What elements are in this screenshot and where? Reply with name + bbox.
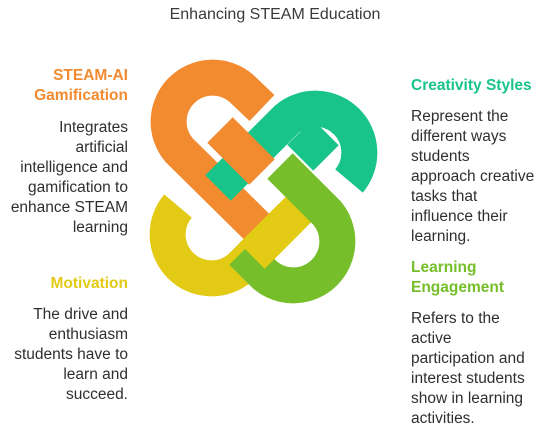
creativity-heading-line: Creativity Styles [411,77,532,94]
motivation-block: Motivation The drive and enthusiasm stud… [0,274,128,405]
knot-over-teal [287,119,339,171]
motivation-desc-line: succeed. [65,386,128,403]
engagement-heading-line: Learning [411,259,477,276]
steam-ai-heading-line: STEAM-AI [53,67,128,84]
motivation-desc-line: enthusiasm [48,326,128,343]
motivation-desc-line: The drive and [33,306,128,323]
motivation-desc-line: students have to [14,346,128,363]
creativity-desc-line: different ways [411,128,507,145]
motivation-heading-line: Motivation [50,275,129,292]
motivation-heading: Motivation [0,274,129,294]
steam-ai-desc-line: gamification to [28,179,128,196]
creativity-desc-line: tasks that [411,188,478,205]
steam-ai-desc-line: artificial [75,139,128,156]
creativity-desc-line: students [411,148,470,165]
steam-ai-heading-line: Gamification [34,87,128,104]
knot-over-yellow [239,205,303,269]
steam-ai-description: Integrates artificial intelligence and g… [0,118,128,238]
learning-engagement-description: Refers to the active participation and i… [411,309,549,429]
creativity-desc-line: approach creative [411,168,535,185]
engagement-desc-line: activities. [411,410,475,427]
knot-loop-green [229,153,356,304]
steam-ai-desc-line: learning [72,219,128,236]
creativity-desc-line: learning. [411,228,471,245]
motivation-description: The drive and enthusiasm students have t… [0,305,128,405]
steam-ai-block: STEAM-AI Gamification Integrates artific… [0,66,128,238]
steam-ai-desc-line: Integrates [59,119,128,136]
engagement-desc-line: active [411,330,452,347]
engagement-desc-line: show in learning [411,390,524,407]
steam-ai-desc-line: enhance STEAM [10,199,128,216]
creativity-desc-line: influence their [411,208,508,225]
creativity-styles-heading: Creativity Styles [411,76,549,96]
knot-over-orange [207,117,275,185]
learning-engagement-heading: Learning Engagement [411,258,549,298]
creativity-styles-block: Creativity Styles Represent the differen… [411,76,549,247]
learning-engagement-block: Learning Engagement Refers to the active… [411,258,549,429]
diagram-title: Enhancing STEAM Education [169,6,381,23]
steam-ai-heading: STEAM-AI Gamification [0,66,128,106]
engagement-desc-line: interest students [411,370,525,387]
creativity-desc-line: Represent the [411,108,509,125]
steam-ai-desc-line: intelligence and [20,159,128,176]
engagement-heading-line: Engagement [411,279,505,296]
knot-loop-teal [205,90,378,201]
creativity-styles-description: Represent the different ways students ap… [411,107,549,247]
engagement-desc-line: Refers to the [411,310,500,327]
motivation-desc-line: learn and [63,366,128,383]
knot-loop-yellow [149,183,325,297]
engagement-desc-line: participation and [411,350,525,367]
knot-loop-orange [150,59,275,241]
